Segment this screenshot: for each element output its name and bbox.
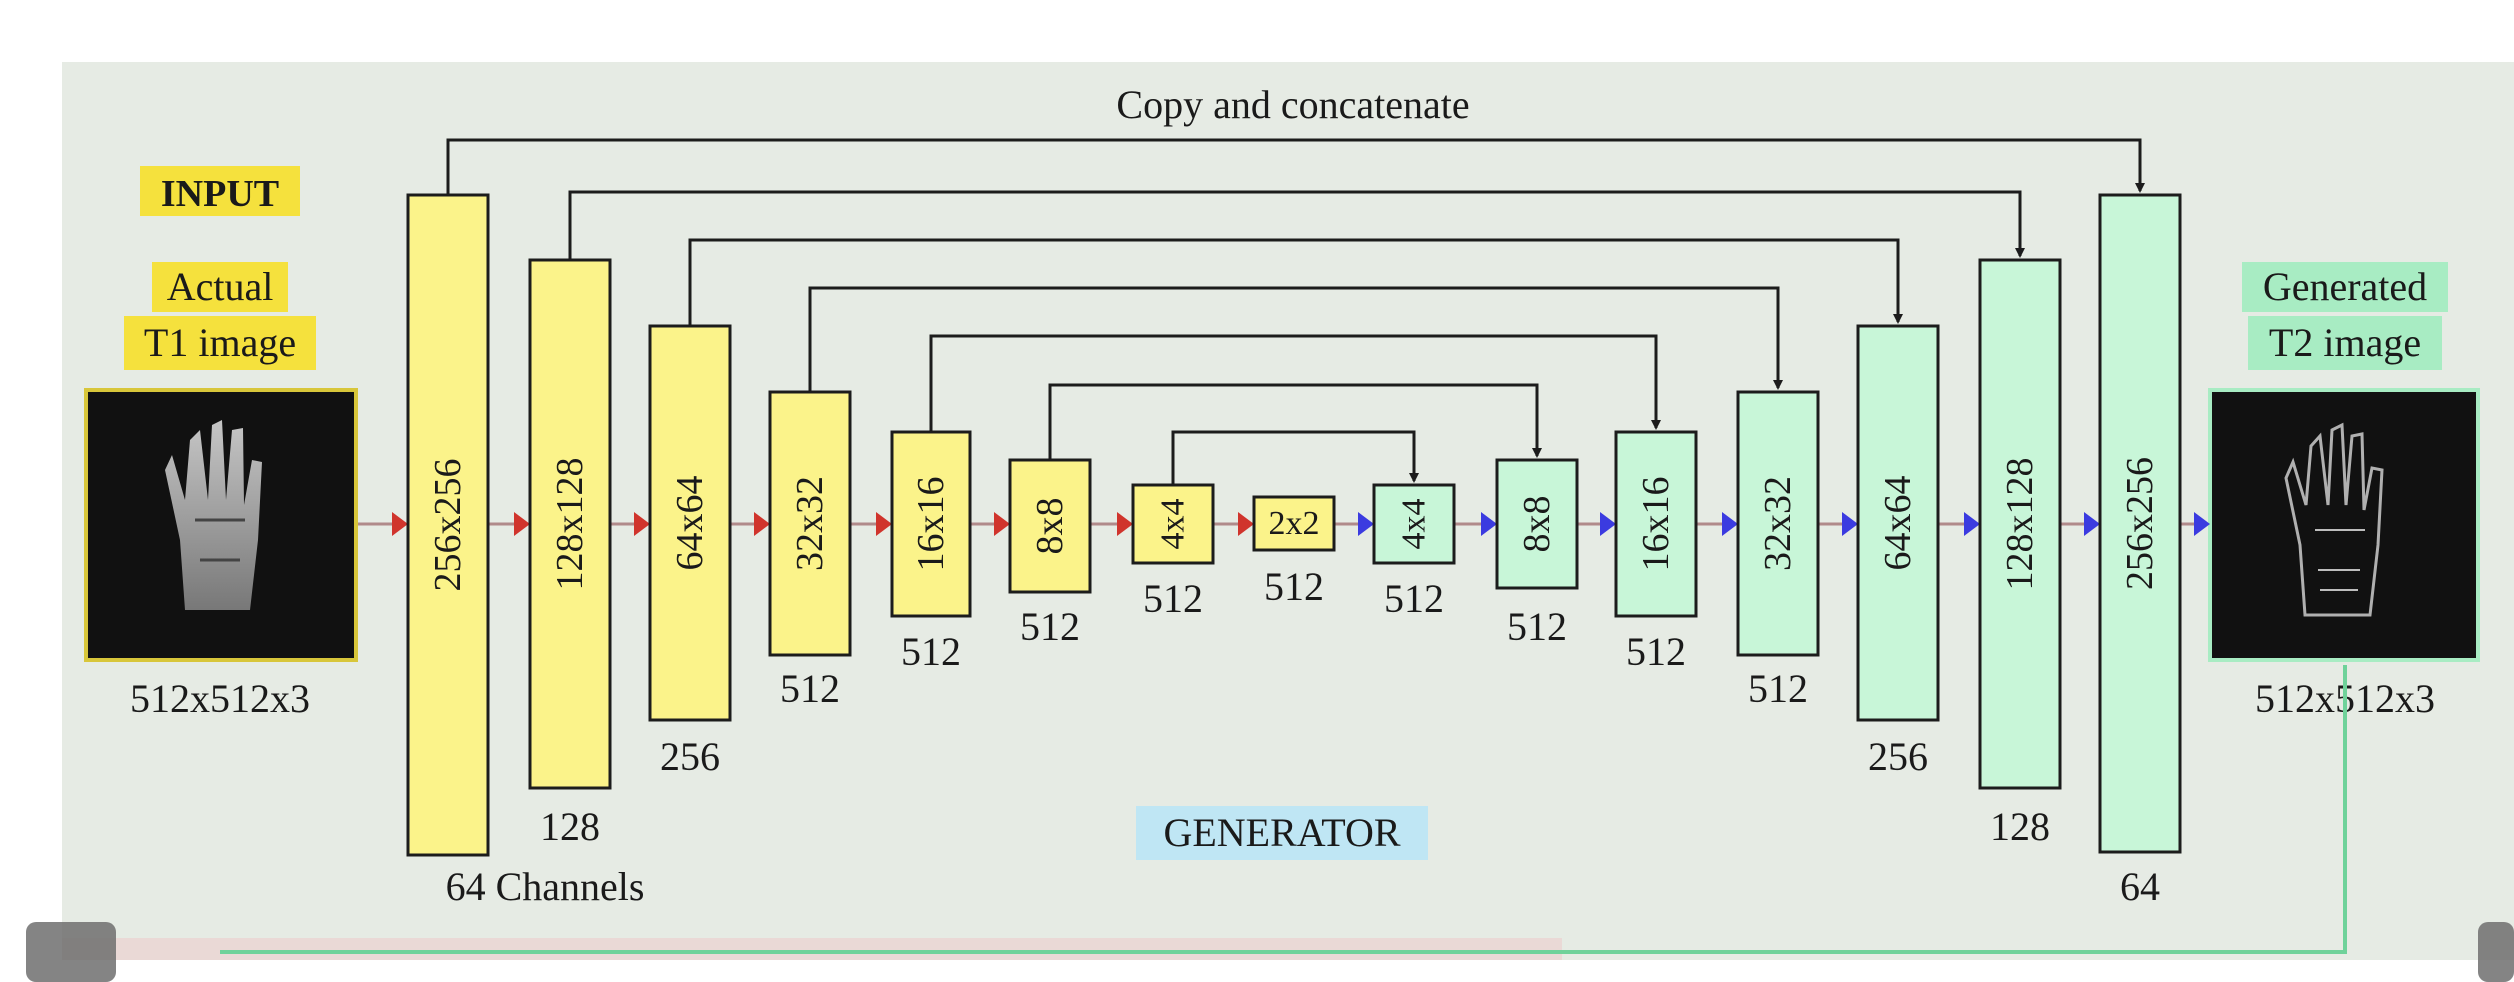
section-label: GENERATOR bbox=[1163, 810, 1400, 855]
output-image bbox=[2208, 388, 2480, 662]
encoder-block-3-size: 64x64 bbox=[669, 476, 711, 571]
skip-connection-5 bbox=[929, 334, 1661, 432]
skip-connection-4 bbox=[808, 286, 1783, 392]
decoder-block-2-channels: 512 bbox=[1507, 604, 1567, 649]
decoder-block-6 bbox=[1978, 258, 2062, 790]
encoder-block-6 bbox=[1008, 458, 1092, 594]
encoder-block-6-channels: 512 bbox=[1020, 604, 1080, 649]
encoder-block-1 bbox=[406, 193, 490, 857]
feature-blocks bbox=[406, 193, 2182, 857]
flow-arrow-enc-2-head bbox=[634, 512, 650, 536]
diagram-canvas: Copy and concatenate INPUT Actual T1 ima… bbox=[62, 62, 2514, 960]
decoder-block-3-channels: 512 bbox=[1626, 629, 1686, 674]
skip-connections bbox=[446, 138, 2145, 485]
output-label-line2: T2 image bbox=[2269, 320, 2421, 365]
input-label-bg-2 bbox=[124, 316, 316, 370]
flow-arrow-enc-4-head bbox=[876, 512, 892, 536]
encoder-block-4-channels: 512 bbox=[780, 666, 840, 711]
flow-arrow-enc-6-head bbox=[1117, 512, 1133, 536]
flow-arrow-dec-3-head bbox=[1722, 512, 1738, 536]
flow-arrow-bottleneck-head bbox=[1358, 512, 1374, 536]
decoder-block-7-size: 256x256 bbox=[2119, 457, 2161, 590]
next-arrow-button[interactable] bbox=[2478, 922, 2514, 982]
output-label-bg-2 bbox=[2248, 316, 2442, 370]
section-tag-bg bbox=[1136, 806, 1428, 860]
decoder-block-2 bbox=[1495, 458, 1579, 590]
input-label-bg-1 bbox=[152, 262, 288, 312]
input-image bbox=[84, 388, 358, 662]
skip-connection-6 bbox=[1048, 383, 1542, 460]
skip-connection-1 bbox=[446, 138, 2145, 195]
decoder-block-4-channels: 512 bbox=[1748, 666, 1808, 711]
flow-arrow-in-head bbox=[392, 512, 408, 536]
decoder-block-6-channels: 128 bbox=[1990, 804, 2050, 849]
decoder-block-5 bbox=[1856, 324, 1940, 722]
decoder-block-1 bbox=[1372, 483, 1456, 565]
decoder-block-1-channels: 512 bbox=[1384, 576, 1444, 621]
encoder-block-2-size: 128x128 bbox=[549, 458, 591, 591]
encoder-block-5-size: 16x16 bbox=[910, 477, 952, 572]
decoder-block-4 bbox=[1736, 390, 1820, 657]
decoder-block-3-size: 16x16 bbox=[1635, 477, 1677, 572]
flow-arrow-dec-2-head bbox=[1600, 512, 1616, 536]
decoder-block-4-size: 32x32 bbox=[1757, 476, 1799, 571]
decoder-block-3 bbox=[1614, 430, 1698, 618]
flow-arrow-out-head bbox=[2194, 512, 2210, 536]
input-label-line2: T1 image bbox=[144, 320, 296, 365]
unet-generator-diagram: Copy and concatenate INPUT Actual T1 ima… bbox=[26, 62, 2514, 982]
input-size-label: 512x512x3 bbox=[130, 676, 310, 721]
flow-arrow-enc-5-head bbox=[994, 512, 1010, 536]
input-tag: INPUT bbox=[161, 173, 279, 215]
encoder-block-5 bbox=[890, 430, 972, 618]
encoder-block-2-channels: 128 bbox=[540, 804, 600, 849]
encoder-block-8-channels: 512 bbox=[1264, 564, 1324, 609]
skip-connection-7 bbox=[1171, 430, 1419, 485]
channel-labels: 256x256 64 Channels 128x128 128 64x64 256 32x3… bbox=[427, 457, 2161, 909]
encoder-block-7-channels: 512 bbox=[1143, 576, 1203, 621]
decoder-block-6-size: 128x128 bbox=[1999, 458, 2041, 591]
skip-connection-3 bbox=[688, 238, 1903, 326]
encoder-block-7 bbox=[1131, 483, 1215, 565]
flow-arrows bbox=[358, 512, 2210, 536]
encoder-block-1-size: 256x256 bbox=[427, 459, 469, 592]
encoder-block-4 bbox=[768, 390, 852, 657]
encoder-block-3-channels: 256 bbox=[660, 734, 720, 779]
encoder-block-8 bbox=[1252, 495, 1336, 552]
prev-arrow-button[interactable] bbox=[26, 922, 116, 982]
skip-connection-2 bbox=[568, 190, 2025, 260]
encoder-block-1-channels: 64 Channels bbox=[446, 864, 645, 909]
decoder-block-1-size: 4x4 bbox=[1396, 499, 1433, 550]
decoder-block-2-size: 8x8 bbox=[1516, 496, 1558, 553]
encoder-block-4-size: 32x32 bbox=[789, 476, 831, 571]
decoder-block-7-channels: 64 bbox=[2120, 864, 2160, 909]
encoder-block-5-channels: 512 bbox=[901, 629, 961, 674]
decoder-block-7 bbox=[2098, 193, 2182, 854]
flow-arrow-dec-5-head bbox=[1964, 512, 1980, 536]
decoder-block-5-size: 64x64 bbox=[1877, 476, 1919, 571]
flow-arrow-enc-1-head bbox=[514, 512, 530, 536]
flow-arrow-dec-4-head bbox=[1842, 512, 1858, 536]
encoder-block-7-size: 4x4 bbox=[1155, 499, 1192, 550]
encoder-block-2 bbox=[528, 258, 612, 790]
encoder-block-3 bbox=[648, 324, 732, 722]
encoder-block-8-size: 2x2 bbox=[1269, 505, 1320, 542]
input-label-line1: Actual bbox=[167, 264, 274, 309]
flow-arrow-enc-3-head bbox=[754, 512, 770, 536]
flow-arrow-dec-6-head bbox=[2084, 512, 2100, 536]
input-tag-bg bbox=[140, 166, 300, 216]
flow-arrow-enc-7-head bbox=[1238, 512, 1254, 536]
decoder-block-5-channels: 256 bbox=[1868, 734, 1928, 779]
output-connector-line bbox=[220, 665, 2347, 954]
output-label-line1: Generated bbox=[2263, 264, 2427, 309]
encoder-block-6-size: 8x8 bbox=[1029, 498, 1071, 555]
bottom-strip bbox=[62, 938, 1562, 960]
output-label-bg-1 bbox=[2242, 262, 2448, 312]
diagram-title: Copy and concatenate bbox=[1116, 82, 1469, 127]
flow-arrow-dec-1-head bbox=[1481, 512, 1497, 536]
